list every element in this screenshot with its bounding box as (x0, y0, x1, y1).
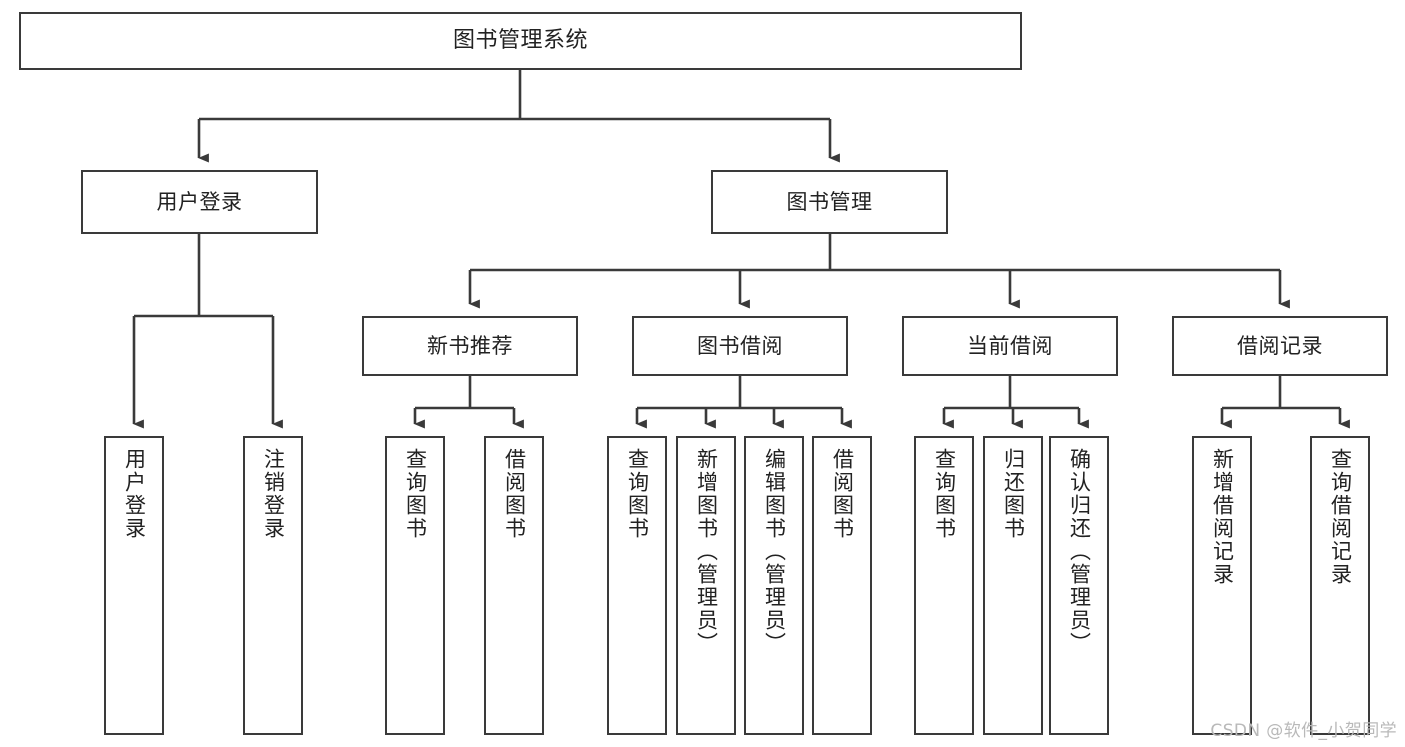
leaf-edit-book-admin[interactable]: 编辑图书（管理员） (744, 436, 804, 735)
node-book-borrow-label: 图书借阅 (697, 333, 783, 358)
leaf-query-book-current[interactable]: 查询图书 (914, 436, 974, 735)
leaf-add-book-admin-label: 新增图书（管理员） (694, 448, 719, 655)
leaf-edit-book-admin-label: 编辑图书（管理员） (762, 448, 787, 655)
leaf-borrow-book[interactable]: 借阅图书 (812, 436, 872, 735)
node-root[interactable]: 图书管理系统 (19, 12, 1022, 70)
node-borrow-records[interactable]: 借阅记录 (1172, 316, 1388, 376)
leaf-user-login-label: 用户登录 (122, 448, 147, 540)
leaf-return-book[interactable]: 归还图书 (983, 436, 1043, 735)
node-root-label: 图书管理系统 (452, 28, 588, 54)
leaf-query-book-borrow-label: 查询图书 (625, 448, 650, 540)
leaf-user-login[interactable]: 用户登录 (104, 436, 164, 735)
node-current-borrow[interactable]: 当前借阅 (902, 316, 1118, 376)
leaf-query-book-new-label: 查询图书 (403, 448, 428, 540)
leaf-add-book-admin[interactable]: 新增图书（管理员） (676, 436, 736, 735)
leaf-return-book-label: 归还图书 (1001, 448, 1026, 540)
leaf-borrow-book-new[interactable]: 借阅图书 (484, 436, 544, 735)
node-new-book-recommend-label: 新书推荐 (427, 333, 513, 358)
leaf-logout-label: 注销登录 (261, 448, 286, 540)
leaf-query-borrow-record[interactable]: 查询借阅记录 (1310, 436, 1370, 735)
leaf-confirm-return-admin-label: 确认归还（管理员） (1067, 448, 1092, 655)
leaf-borrow-book-new-label: 借阅图书 (502, 448, 527, 540)
leaf-query-book-borrow[interactable]: 查询图书 (607, 436, 667, 735)
leaf-query-book-current-label: 查询图书 (932, 448, 957, 540)
watermark: CSDN @软件_小贺同学 (1210, 721, 1397, 741)
leaf-confirm-return-admin[interactable]: 确认归还（管理员） (1049, 436, 1109, 735)
node-book-management-label: 图书管理 (786, 189, 873, 214)
node-current-borrow-label: 当前借阅 (967, 333, 1053, 358)
leaf-add-borrow-record[interactable]: 新增借阅记录 (1192, 436, 1252, 735)
leaf-borrow-book-label: 借阅图书 (830, 448, 855, 540)
leaf-logout[interactable]: 注销登录 (243, 436, 303, 735)
node-borrow-records-label: 借阅记录 (1237, 333, 1323, 358)
node-user-login[interactable]: 用户登录 (81, 170, 318, 234)
node-new-book-recommend[interactable]: 新书推荐 (362, 316, 578, 376)
node-book-management[interactable]: 图书管理 (711, 170, 948, 234)
node-book-borrow[interactable]: 图书借阅 (632, 316, 848, 376)
node-user-login-label: 用户登录 (156, 189, 243, 214)
leaf-add-borrow-record-label: 新增借阅记录 (1210, 448, 1235, 586)
leaf-query-borrow-record-label: 查询借阅记录 (1328, 448, 1353, 586)
leaf-query-book-new[interactable]: 查询图书 (385, 436, 445, 735)
